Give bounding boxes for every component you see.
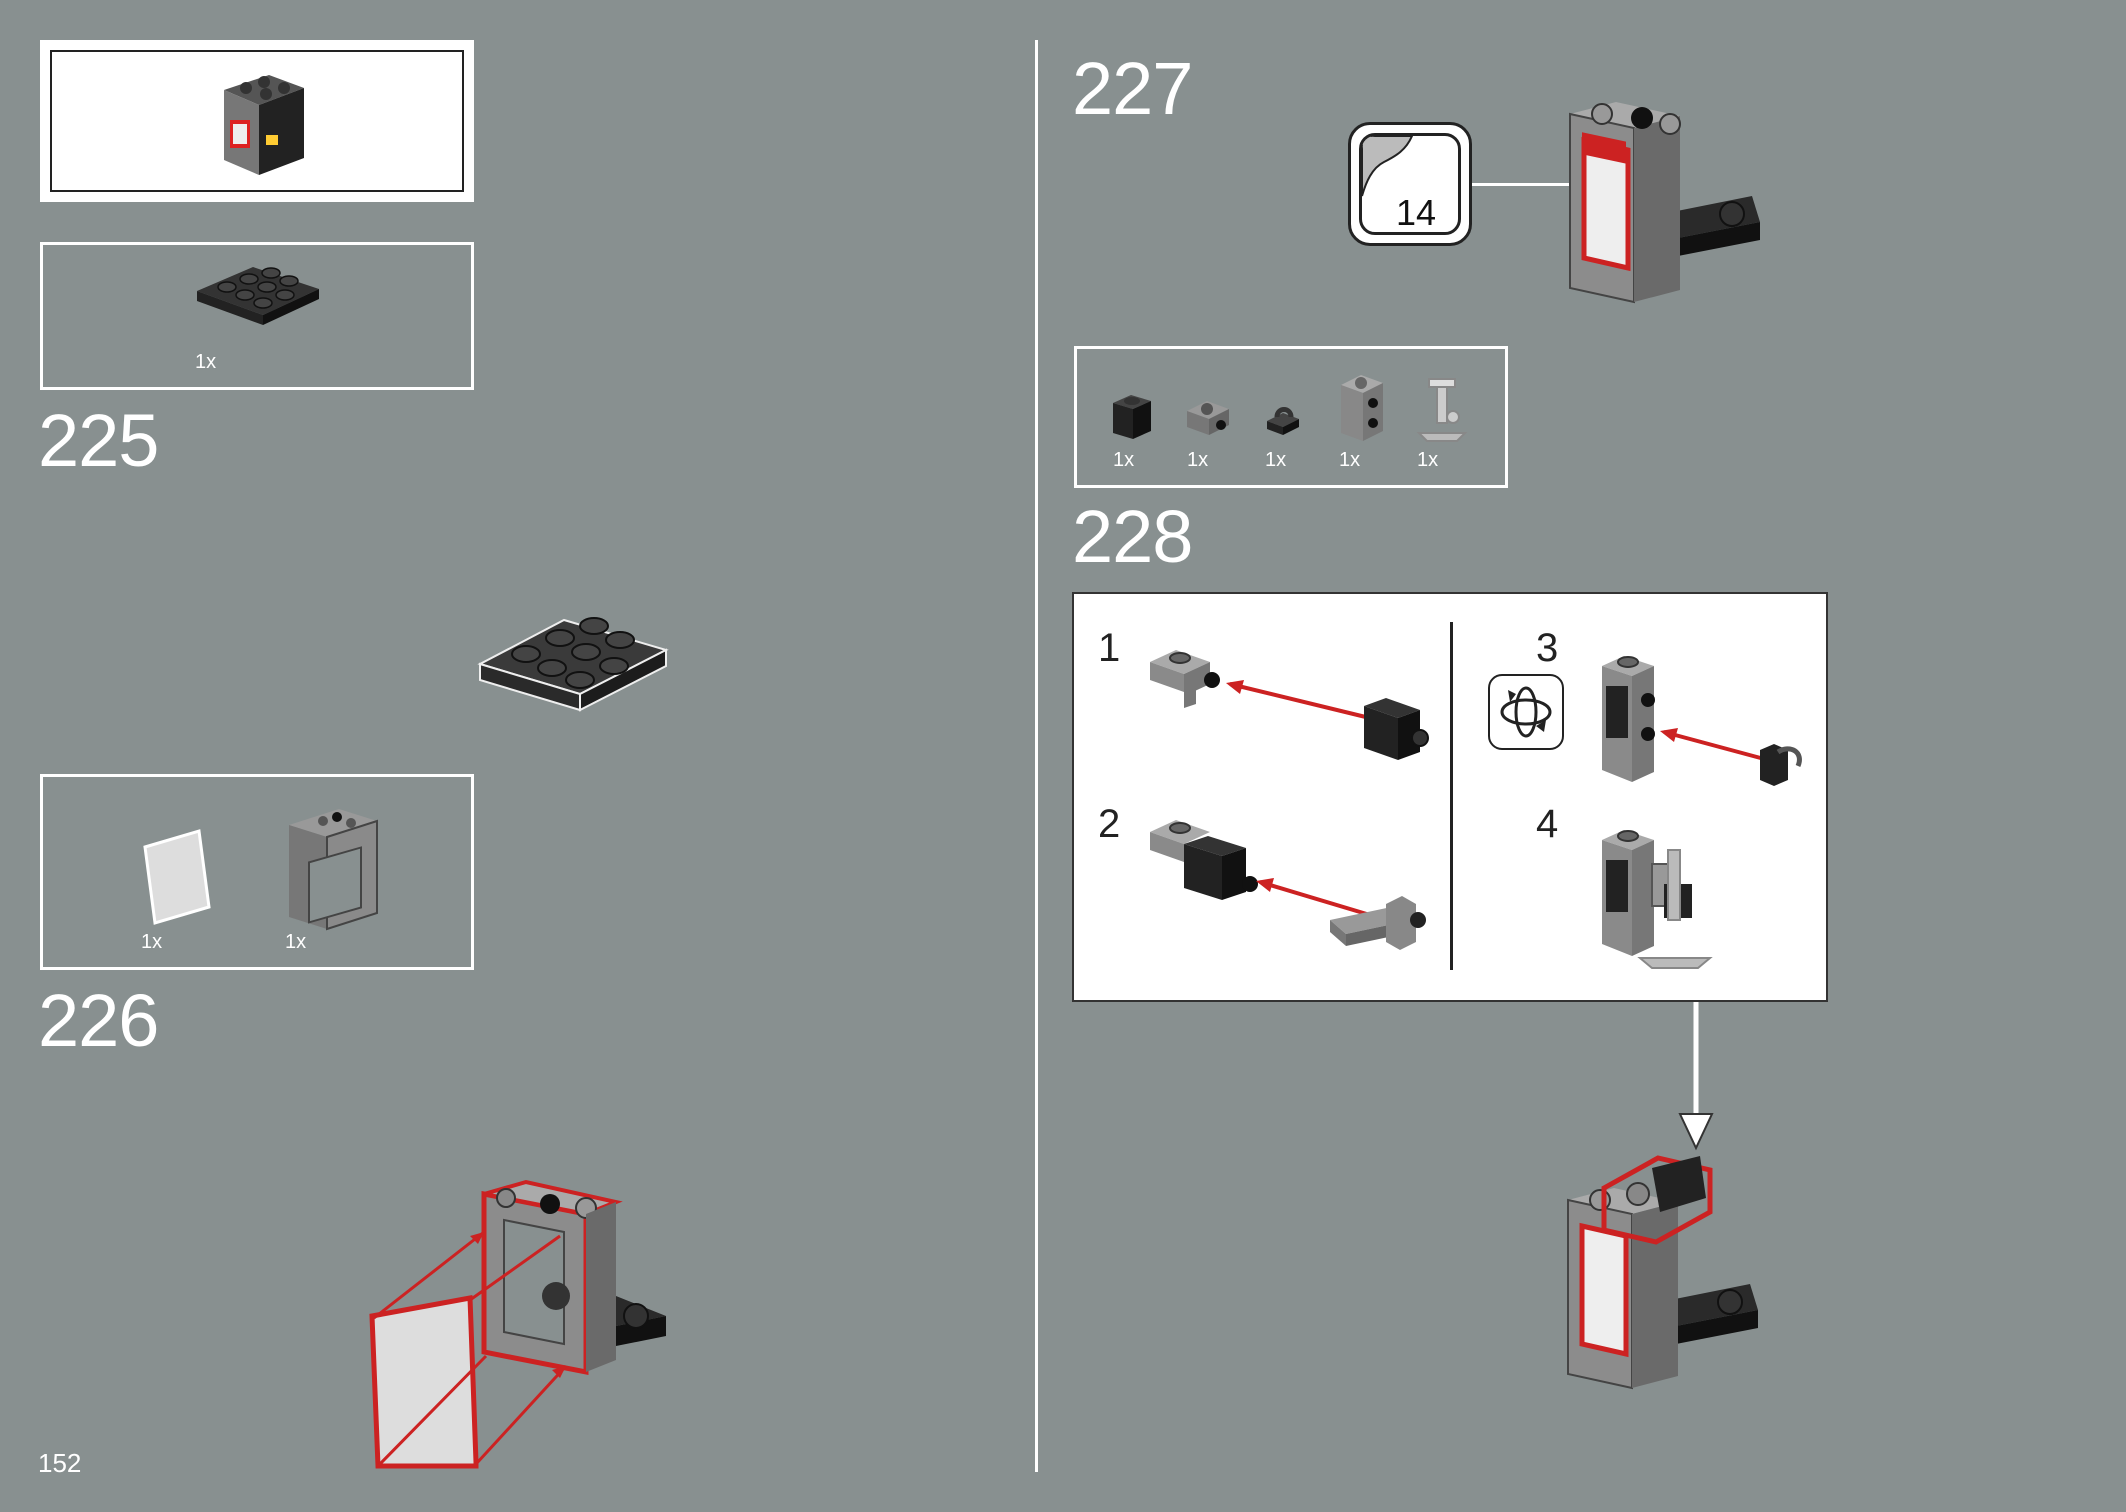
parts-list-228: 1x 1x 1x 1x 1x <box>1074 346 1508 488</box>
substep-1-render <box>1150 650 1429 760</box>
substeps-divider <box>1450 622 1453 970</box>
substep-3-render <box>1602 656 1802 786</box>
frame-with-antenna-228 <box>1567 1155 1758 1390</box>
substeps-panel: 1 2 3 4 <box>1072 592 1828 1002</box>
qty-glass: 1x <box>141 931 163 953</box>
sticker-number: 14 <box>1396 192 1437 233</box>
plate-2x3-assembly <box>477 617 669 712</box>
step-number-228: 228 <box>1072 495 1193 578</box>
qty-227-part-1: 1x <box>1113 449 1135 471</box>
sticker-leader-line <box>1472 183 1588 186</box>
sticker-callout: 14 <box>1348 122 1472 246</box>
qty-plate: 1x <box>195 351 217 373</box>
qty-227-part-2: 1x <box>1187 449 1209 471</box>
substep-number-1: 1 <box>1098 626 1121 670</box>
plate-2x3-icon <box>197 267 319 325</box>
clip-plate-icon <box>1267 407 1299 435</box>
qty-227-part-3: 1x <box>1265 449 1287 471</box>
arrow-down-icon <box>1678 1002 1714 1151</box>
page-divider <box>1035 40 1038 1472</box>
qty-227-part-4: 1x <box>1339 449 1361 471</box>
page-number: 152 <box>38 1448 82 1478</box>
parts-list-226: 1x 1x <box>40 774 474 970</box>
step-number-227: 227 <box>1072 47 1193 130</box>
submodel-preview-icon <box>224 75 304 175</box>
antenna-part-icon <box>1416 378 1468 442</box>
window-assembly-226 <box>369 1179 666 1469</box>
step-number-226: 226 <box>38 979 159 1062</box>
substep-4-render <box>1602 830 1713 969</box>
brick-1x1-icon <box>1113 395 1151 439</box>
qty-227-part-5: 1x <box>1417 449 1439 471</box>
sticker-icon <box>1362 136 1414 197</box>
submodel-callout <box>40 40 474 202</box>
window-frame-icon <box>289 809 378 931</box>
glass-pane-icon <box>143 829 211 925</box>
substep-number-2: 2 <box>1098 802 1121 846</box>
rotate-icon <box>1488 674 1564 750</box>
qty-frame: 1x <box>285 931 307 953</box>
substep-number-3: 3 <box>1536 626 1559 670</box>
parts-list-225: 1x <box>40 242 474 390</box>
substep-number-4: 4 <box>1536 802 1559 846</box>
bracket-1x1-icon <box>1187 401 1229 435</box>
frame-with-sticker-227 <box>1569 102 1760 304</box>
substep-2-render <box>1150 820 1426 950</box>
step-number-225: 225 <box>38 399 159 482</box>
bracket-1x2-icon <box>1341 375 1383 441</box>
